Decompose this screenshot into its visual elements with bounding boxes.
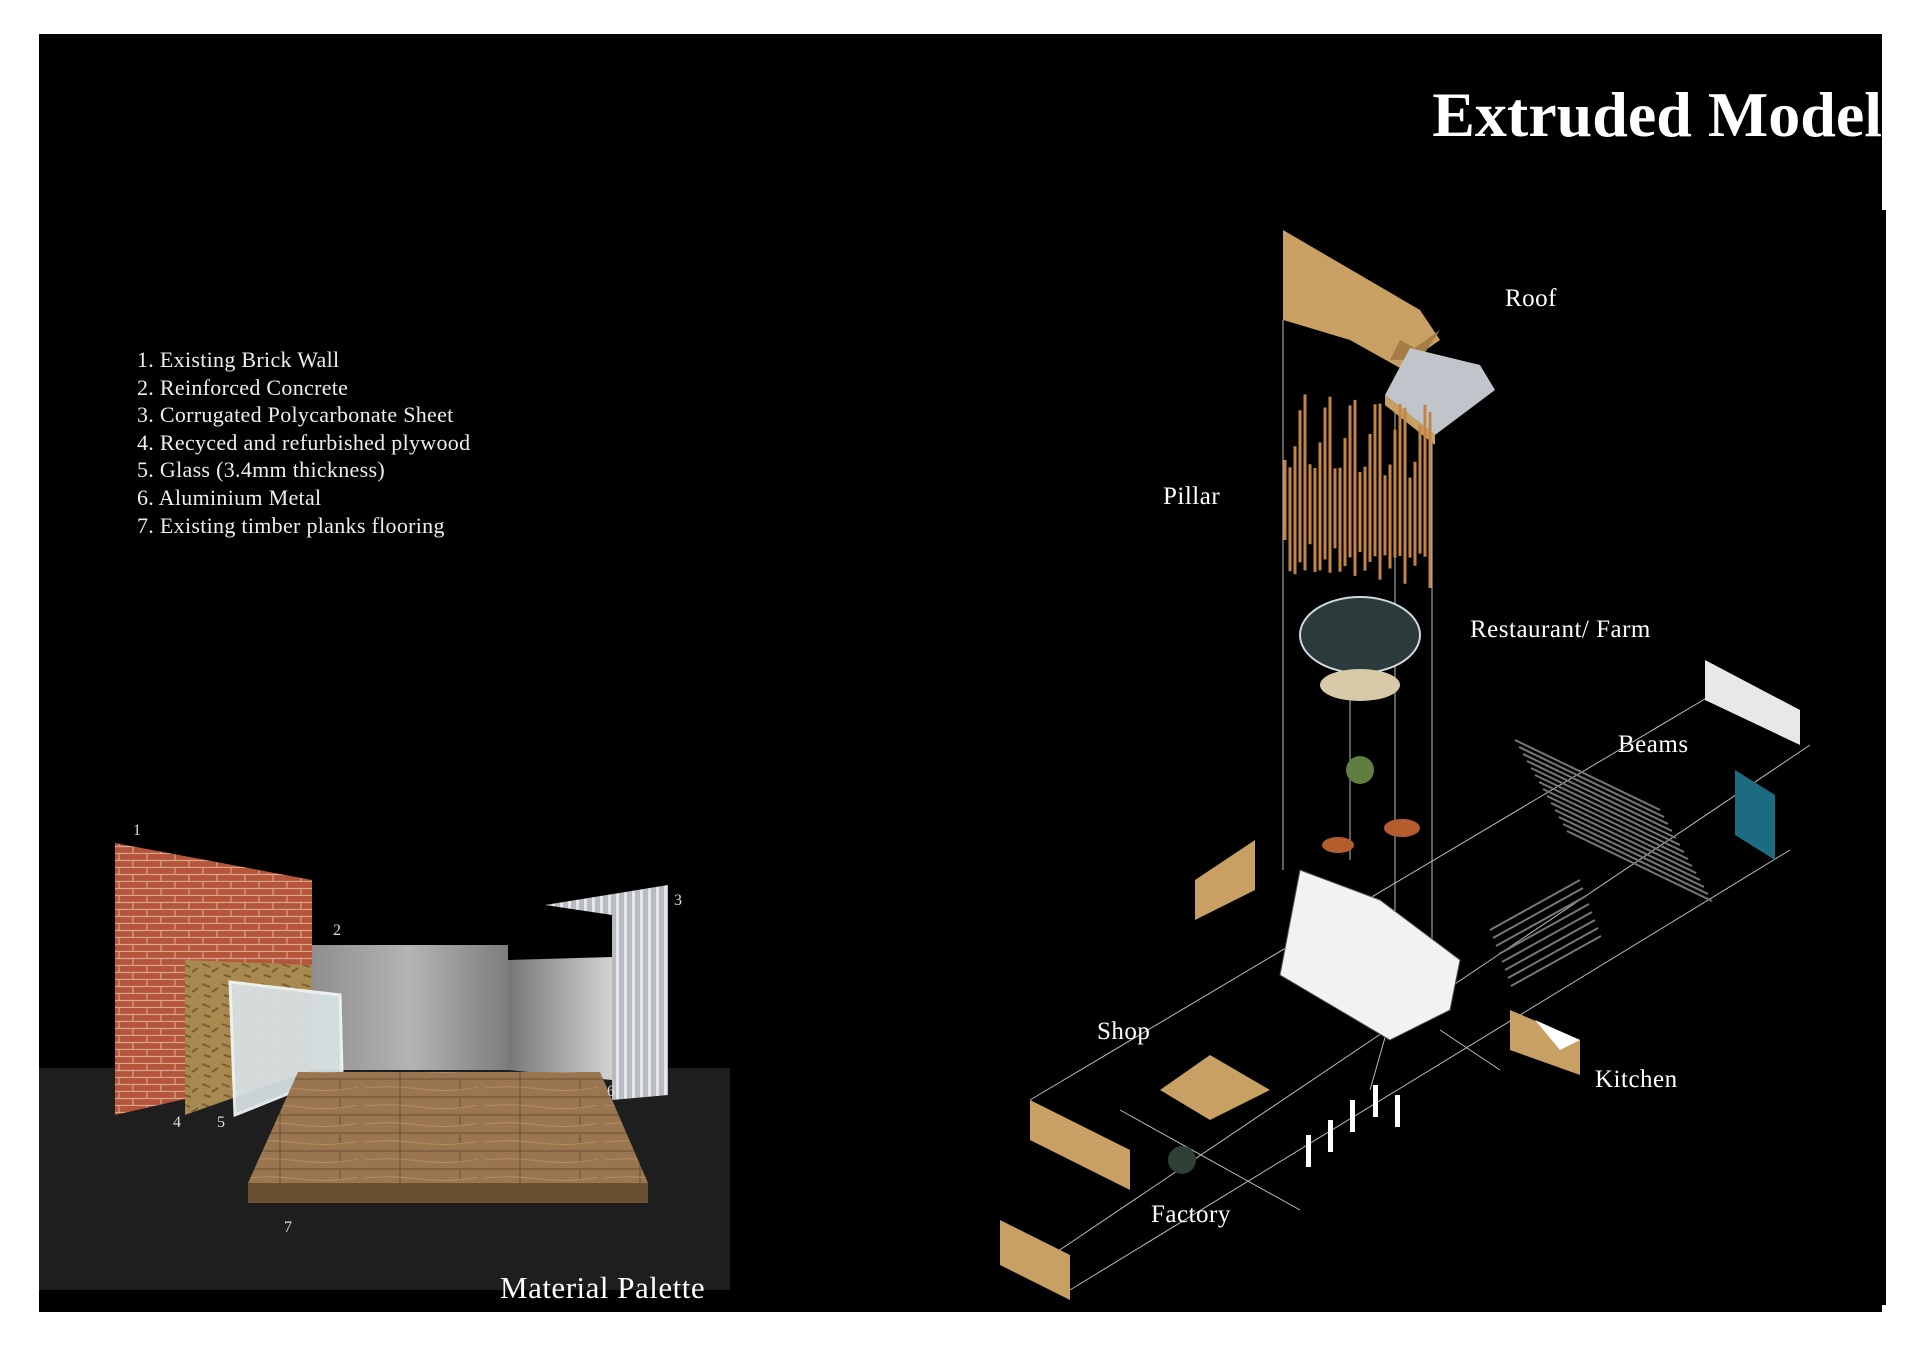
beam-mark [1530,767,1677,839]
roof-timber-edge [1390,330,1440,360]
beam-mark [1498,903,1590,955]
beam-mark [1522,753,1669,825]
label-kitchen: Kitchen [1595,1066,1678,1093]
beam-mark [1558,816,1705,888]
restaurant-farm-dome [1299,596,1421,674]
page-title: Extruded Model [1432,79,1882,150]
pillars-model [1283,394,1432,589]
main-building-model [1279,869,1461,1041]
timber-floor-swatch [248,1072,648,1183]
beam-mark [1504,919,1596,971]
restaurant-farm-base [1320,669,1400,701]
label-shop: Shop [1097,1018,1151,1045]
roof-metal-edge [1385,395,1435,445]
beams-model [1489,739,1713,987]
label-factory: Factory [1151,1201,1231,1228]
beam-mark [1501,911,1593,963]
concrete-swatch [312,945,508,1070]
material-number: 2 [333,922,341,939]
beam-mark [1510,935,1602,987]
label-roof: Roof [1505,285,1557,312]
beam-mark [1489,879,1581,931]
beam-mark [1562,823,1709,895]
polycarbonate-swatch [545,885,668,1100]
beam-mark [1554,809,1701,881]
beam-mark [1534,774,1681,846]
white-column-mark [1328,1120,1333,1152]
white-columns-model [1306,1085,1400,1167]
facade-white-model [1705,660,1800,745]
white-column-mark [1395,1095,1400,1127]
beam-mark [1542,788,1689,860]
material-item: 5. Glass (3.4mm thickness) [137,457,385,483]
beam-mark [1495,895,1587,947]
material-number: 7 [284,1219,292,1236]
label-pillar: Pillar [1163,483,1221,510]
beam-mark [1538,781,1685,853]
beam-mark [1518,746,1665,818]
shop-facade-model [1030,1100,1130,1190]
material-list: 1. Existing Brick Wall 2. Reinforced Con… [137,346,470,539]
material-palette-caption: Material Palette [500,1270,706,1305]
white-column-mark [1373,1085,1378,1117]
table-model [1322,837,1354,853]
material-item: 1. Existing Brick Wall [137,347,340,372]
material-item: 4. Recyced and refurbished plywood [137,429,471,455]
aluminium-swatch [508,957,612,1080]
beam-mark [1492,887,1584,939]
kitchen-model [1510,1010,1580,1075]
label-beams: Beams [1618,731,1689,758]
shop-wall-model [1195,840,1255,920]
beam-mark [1546,795,1693,867]
factory-machine-model [1168,1146,1196,1174]
material-item: 2. Reinforced Concrete [137,374,349,400]
roof-metal-model [1385,348,1495,435]
material-number: 6 [607,1083,615,1100]
shop-floor-model [1160,1055,1270,1120]
beam-mark [1514,739,1661,811]
roof-timber-model [1283,230,1440,368]
material-number: 3 [674,892,682,909]
kitchen-floor-model [1535,1020,1580,1050]
material-number: 1 [133,822,141,839]
material-item: 3. Corrugated Polycarbonate Sheet [137,402,454,428]
beam-mark [1550,802,1697,874]
beam-mark [1566,830,1713,902]
material-item: 6. Aluminium Metal [137,484,322,510]
material-number: 5 [217,1114,225,1131]
white-column-mark [1350,1100,1355,1132]
facade-glass-model [1735,770,1775,860]
board-background-edge [1870,210,1886,1305]
factory-facade-model [1000,1220,1070,1300]
beam-mark [1526,760,1673,832]
tree-model [1346,756,1374,784]
timber-floor-edge [248,1183,648,1203]
table-model [1384,819,1420,837]
label-restaurant-farm: Restaurant/ Farm [1470,616,1651,643]
material-number: 4 [173,1114,181,1131]
beam-mark [1507,927,1599,979]
white-column-mark [1306,1135,1311,1167]
material-item: 7. Existing timber planks flooring [137,512,445,538]
